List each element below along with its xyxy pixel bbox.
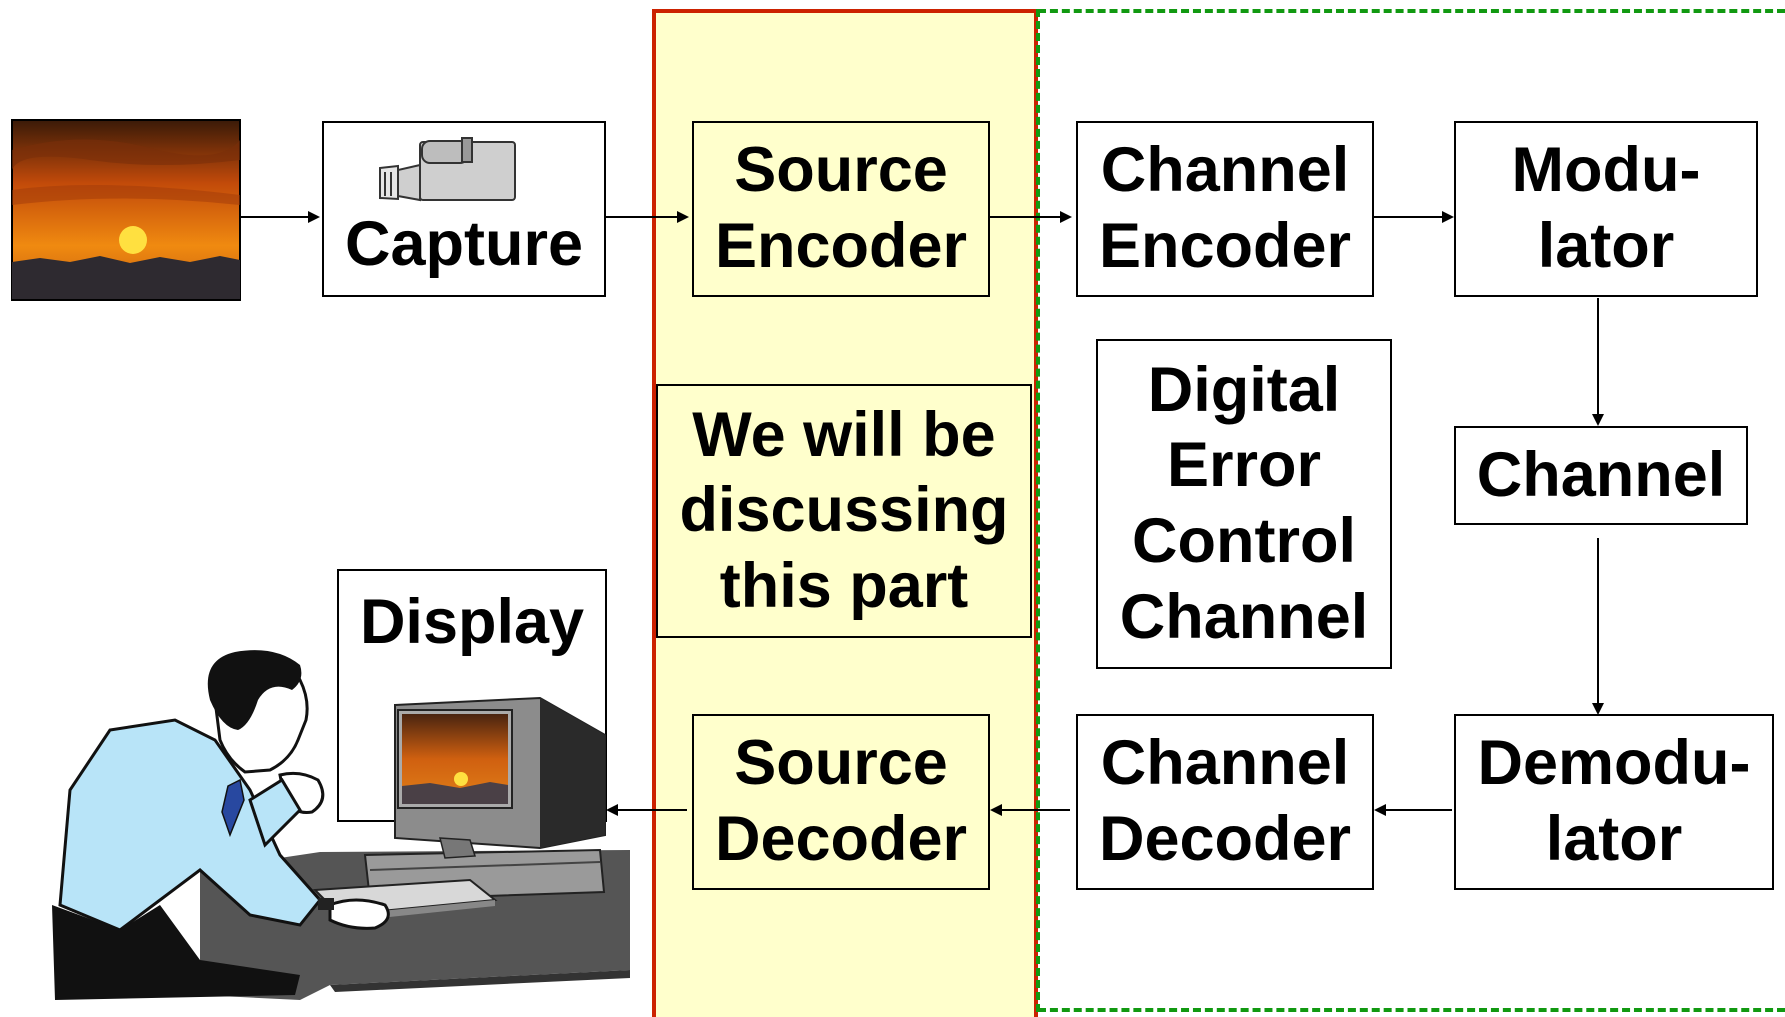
channel-coding-region-border <box>1036 9 1040 1012</box>
display-label: Display <box>359 587 585 657</box>
capture-label: Capture <box>344 209 584 280</box>
sunset-picture <box>11 119 241 301</box>
channel-decoder-label: Channel Decoder <box>1098 728 1352 874</box>
source-decoder-block: Source Decoder <box>692 714 990 890</box>
channel-label: Channel <box>1476 439 1726 510</box>
channel-encoder-label: Channel Encoder <box>1098 135 1352 281</box>
capture-block: Capture <box>322 121 606 297</box>
source-encoder-block: Source Encoder <box>692 121 990 297</box>
channel-decoder-block: Channel Decoder <box>1076 714 1374 890</box>
note-label: We will be discussing this part <box>679 399 1009 621</box>
display-block: Display <box>337 569 607 822</box>
demodulator-label: Demodu- lator <box>1477 728 1751 874</box>
modulator-label: Modu- lator <box>1511 135 1701 281</box>
channel-coding-region <box>1038 9 1785 1012</box>
modulator-block: Modu- lator <box>1454 121 1758 297</box>
source-decoder-label: Source Decoder <box>714 728 968 874</box>
channel-encoder-block: Channel Encoder <box>1076 121 1374 297</box>
digital-channel-block: Digital Error Control Channel <box>1096 339 1392 669</box>
note-box: We will be discussing this part <box>656 384 1032 638</box>
demodulator-block: Demodu- lator <box>1454 714 1774 890</box>
digital-channel-label: Digital Error Control Channel <box>1119 354 1369 652</box>
source-encoder-label: Source Encoder <box>714 135 968 281</box>
channel-block: Channel <box>1454 426 1748 525</box>
